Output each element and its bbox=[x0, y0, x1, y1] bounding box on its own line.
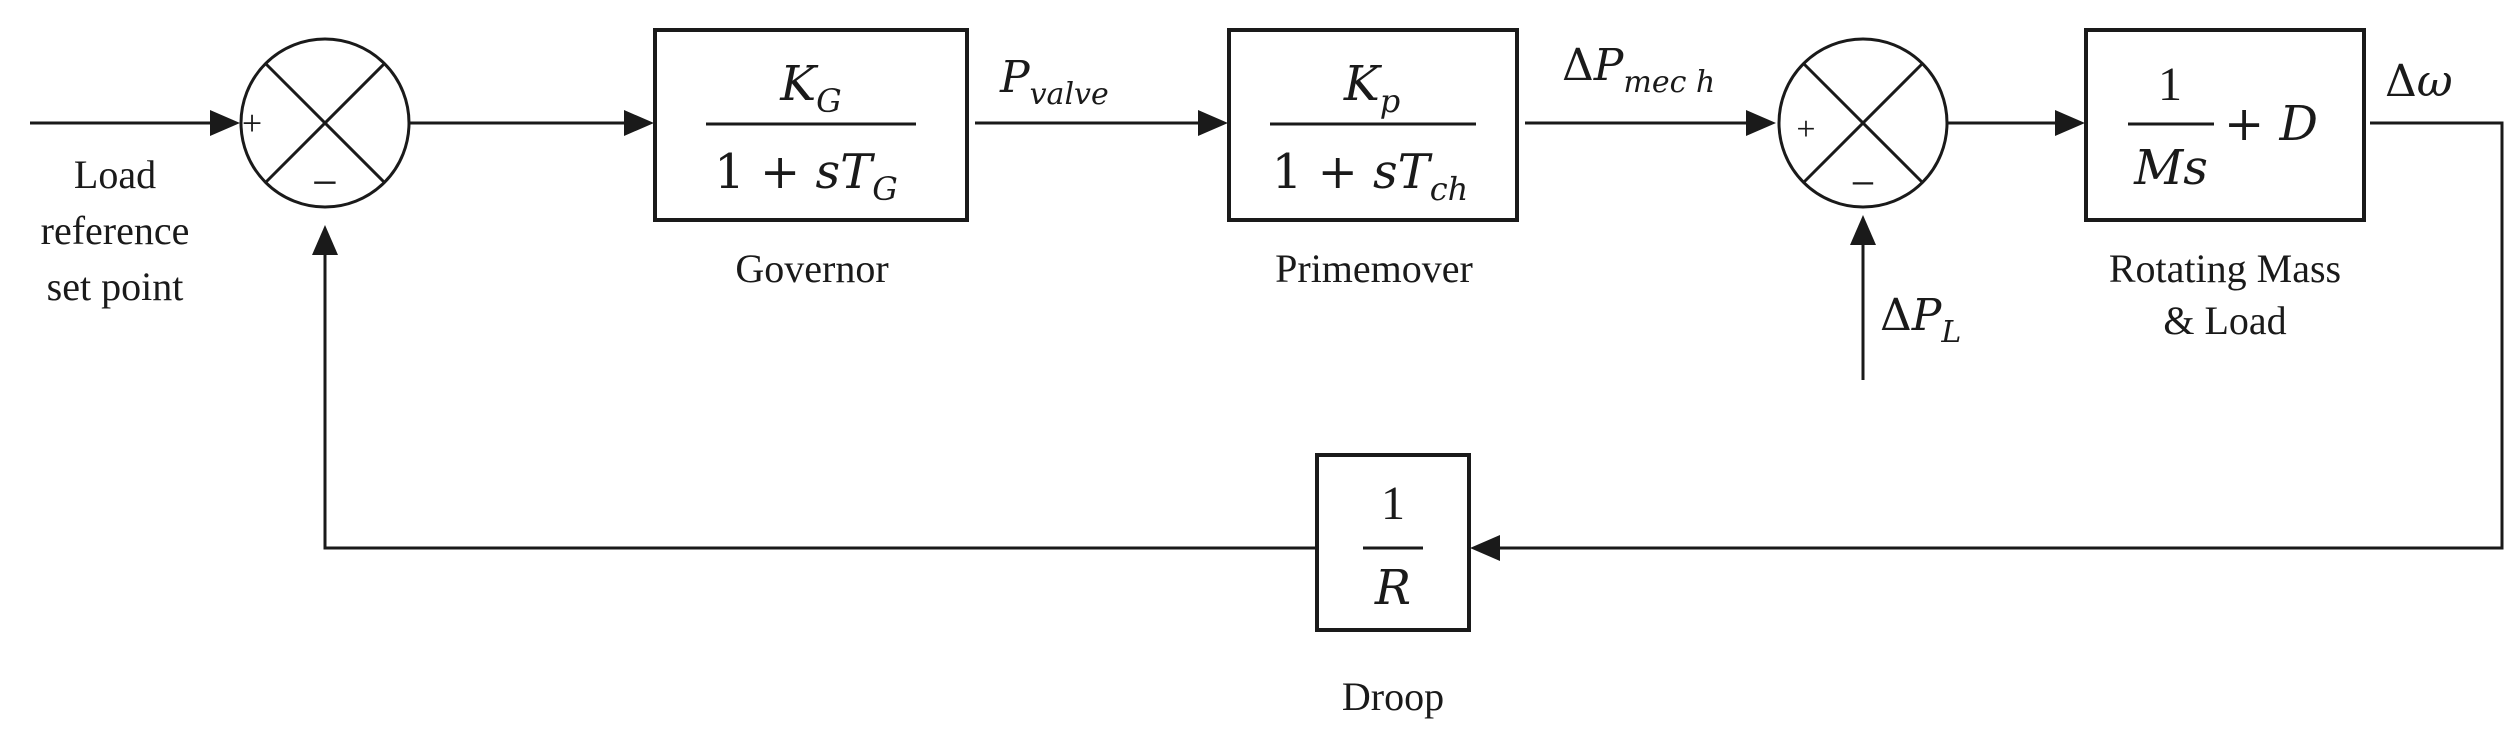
arrowhead-into-sj1-bottom bbox=[312, 225, 338, 255]
input-label-line3: set point bbox=[47, 264, 184, 309]
arrowhead-into-sj2-bottom bbox=[1850, 215, 1876, 245]
droop-caption: Droop bbox=[1342, 674, 1444, 719]
input-label-line1: Load bbox=[74, 152, 156, 197]
signal-label-delta-p-mech: ΔPmec h bbox=[1562, 40, 1715, 100]
rotating-mass-caption-line2: & Load bbox=[2163, 298, 2286, 343]
input-label-line2: reference bbox=[41, 208, 190, 253]
governor-denominator: 1 + sTG bbox=[714, 144, 898, 208]
load-reference-set-point-label: Load reference set point bbox=[41, 152, 190, 309]
droop-numerator: 1 bbox=[1381, 477, 1405, 530]
sj2-minus-sign: − bbox=[1851, 159, 1876, 208]
primemover-denominator: 1 + sTch bbox=[1272, 144, 1468, 208]
rotating-mass-denominator: Ms bbox=[2133, 140, 2208, 196]
sj2-plus-sign: + bbox=[1796, 111, 1815, 148]
arrowhead-into-governor bbox=[624, 110, 654, 136]
arrowhead-into-rotating-mass bbox=[2055, 110, 2085, 136]
signal-wires bbox=[30, 121, 2504, 550]
primemover-numerator: Kp bbox=[1343, 56, 1400, 120]
signal-label-delta-omega: Δω bbox=[2385, 56, 2453, 107]
arrowhead-into-sj2 bbox=[1746, 110, 1776, 136]
arrowhead-into-sj1 bbox=[210, 110, 240, 136]
wire-droop-to-sj1 bbox=[323, 245, 1315, 550]
rotating-mass-block: 1 Ms + D bbox=[2084, 28, 2366, 222]
primemover-block: Kp 1 + sTch bbox=[1227, 28, 1519, 222]
sj1-minus-sign: − bbox=[312, 157, 338, 208]
droop-block: 1 R bbox=[1315, 453, 1471, 632]
primemover-caption: Primemover bbox=[1275, 246, 1473, 291]
rotating-mass-numerator: 1 bbox=[2158, 58, 2182, 111]
arrowhead-into-primemover bbox=[1198, 110, 1228, 136]
governor-block: KG 1 + sTG bbox=[653, 28, 969, 222]
governor-numerator: KG bbox=[779, 56, 841, 120]
arrowhead-into-droop bbox=[1470, 535, 1500, 561]
signal-label-p-valve: Pvalve bbox=[999, 52, 1109, 112]
rotating-mass-caption-line1: Rotating Mass bbox=[2109, 246, 2341, 291]
summing-junction-1: + − bbox=[239, 37, 411, 209]
droop-denominator: R bbox=[1374, 560, 1411, 616]
summing-junction-2: + − bbox=[1777, 37, 1949, 209]
rotating-mass-damping-term: + D bbox=[2224, 96, 2318, 152]
arrowheads bbox=[210, 110, 2085, 561]
sj1-plus-sign: + bbox=[242, 103, 262, 143]
wire-feedback-path bbox=[1490, 121, 2504, 550]
signal-label-delta-p-load: ΔPL bbox=[1880, 290, 1961, 350]
governor-caption: Governor bbox=[735, 246, 888, 291]
